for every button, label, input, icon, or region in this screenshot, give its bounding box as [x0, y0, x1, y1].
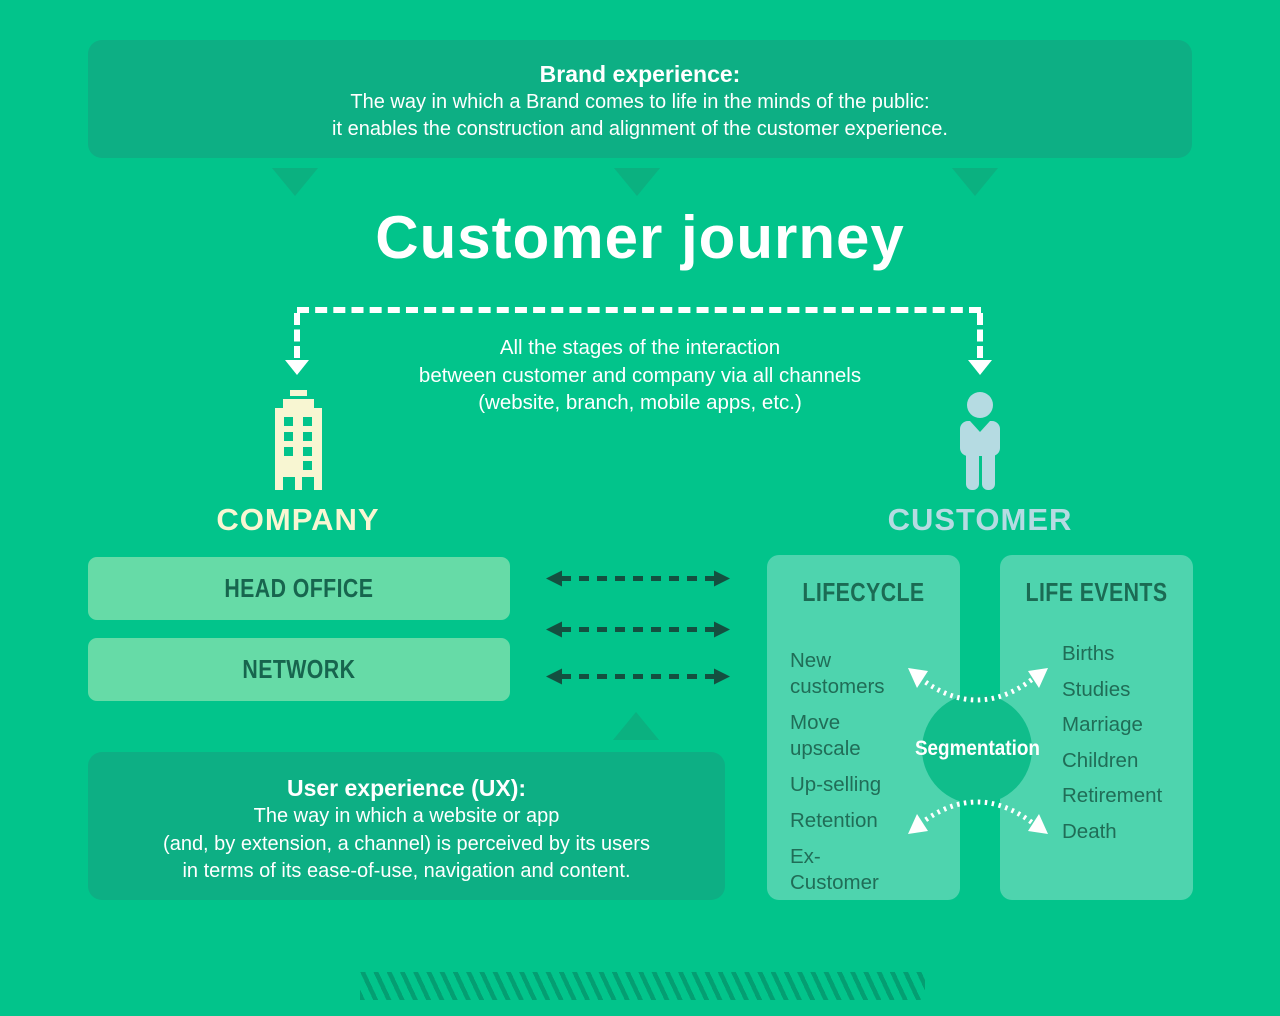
journey-note-line3: (website, branch, mobile apps, etc.) [478, 391, 802, 414]
arrow-down-icon [968, 360, 992, 375]
network-box: NETWORK [88, 638, 510, 701]
arrow-down-icon [285, 360, 309, 375]
dashed-connector-left [294, 313, 300, 358]
journey-note: All the stages of the interaction betwee… [0, 334, 1280, 417]
list-item: Up-selling [790, 773, 882, 796]
ux-line1: The way in which a website or app [253, 805, 560, 827]
curved-double-arrow-icon [908, 668, 1048, 834]
company-label: COMPANY [216, 502, 380, 537]
list-item: Studies [1062, 677, 1131, 701]
life-events-header: LIFE EVENTS [1025, 577, 1168, 607]
journey-note-line1: All the stages of the interaction [499, 336, 781, 359]
person-icon [958, 392, 1002, 490]
life-events-list: Births Studies Marriage Children Retirem… [1062, 641, 1182, 854]
double-arrow-icon [546, 668, 730, 685]
brand-experience-banner: Brand experience: The way in which a Bra… [88, 40, 1192, 158]
list-item: Move upscale [790, 711, 861, 760]
list-item: Children [1062, 748, 1139, 772]
life-events-panel: LIFE EVENTS Births Studies Marriage Chil… [1000, 555, 1193, 900]
double-arrow-icon [546, 621, 730, 638]
network-label: NETWORK [242, 654, 356, 684]
list-item: Retirement [1062, 784, 1163, 807]
customer-label: CUSTOMER [887, 502, 1073, 537]
brand-experience-line2: it enables the construction and alignmen… [332, 118, 948, 140]
lifecycle-header: LIFECYCLE [802, 577, 925, 607]
head-office-label: HEAD OFFICE [224, 573, 374, 603]
double-arrow-icon [546, 570, 730, 587]
lifecycle-list: New customers Move upscale Up-selling Re… [790, 648, 908, 906]
list-item: Death [1062, 819, 1117, 843]
ux-line3: in terms of its ease-of-use, navigation … [182, 860, 631, 882]
head-office-box: HEAD OFFICE [88, 557, 510, 620]
dashed-connector-horizontal [297, 307, 981, 313]
triangle-up-icon [613, 712, 659, 740]
list-item: Marriage [1062, 713, 1143, 736]
brand-experience-title: Brand experience: [539, 61, 741, 87]
brand-experience-line1: The way in which a Brand comes to life i… [350, 91, 930, 113]
journey-note-line2: between customer and company via all cha… [418, 363, 862, 387]
list-item: Ex-Customer [790, 845, 879, 894]
page-title: Customer journey [375, 204, 905, 271]
triangle-down-icon [614, 168, 660, 196]
ux-panel: User experience (UX): The way in which a… [88, 752, 725, 900]
building-icon [275, 390, 322, 490]
ux-title: User experience (UX): [286, 775, 527, 801]
list-item: Births [1062, 642, 1115, 665]
hatch-pattern [360, 972, 925, 1000]
segmentation-circle: Segmentation [915, 694, 1039, 804]
list-item: Retention [790, 809, 878, 832]
dashed-connector-right [977, 313, 983, 358]
ux-line2: (and, by extension, a channel) is percei… [163, 832, 650, 855]
list-item: New customers [790, 649, 885, 698]
triangle-down-icon [952, 168, 998, 196]
segmentation-label: Segmentation [914, 737, 1040, 760]
triangle-down-icon [272, 168, 318, 196]
lifecycle-panel: LIFECYCLE New customers Move upscale Up-… [767, 555, 960, 900]
